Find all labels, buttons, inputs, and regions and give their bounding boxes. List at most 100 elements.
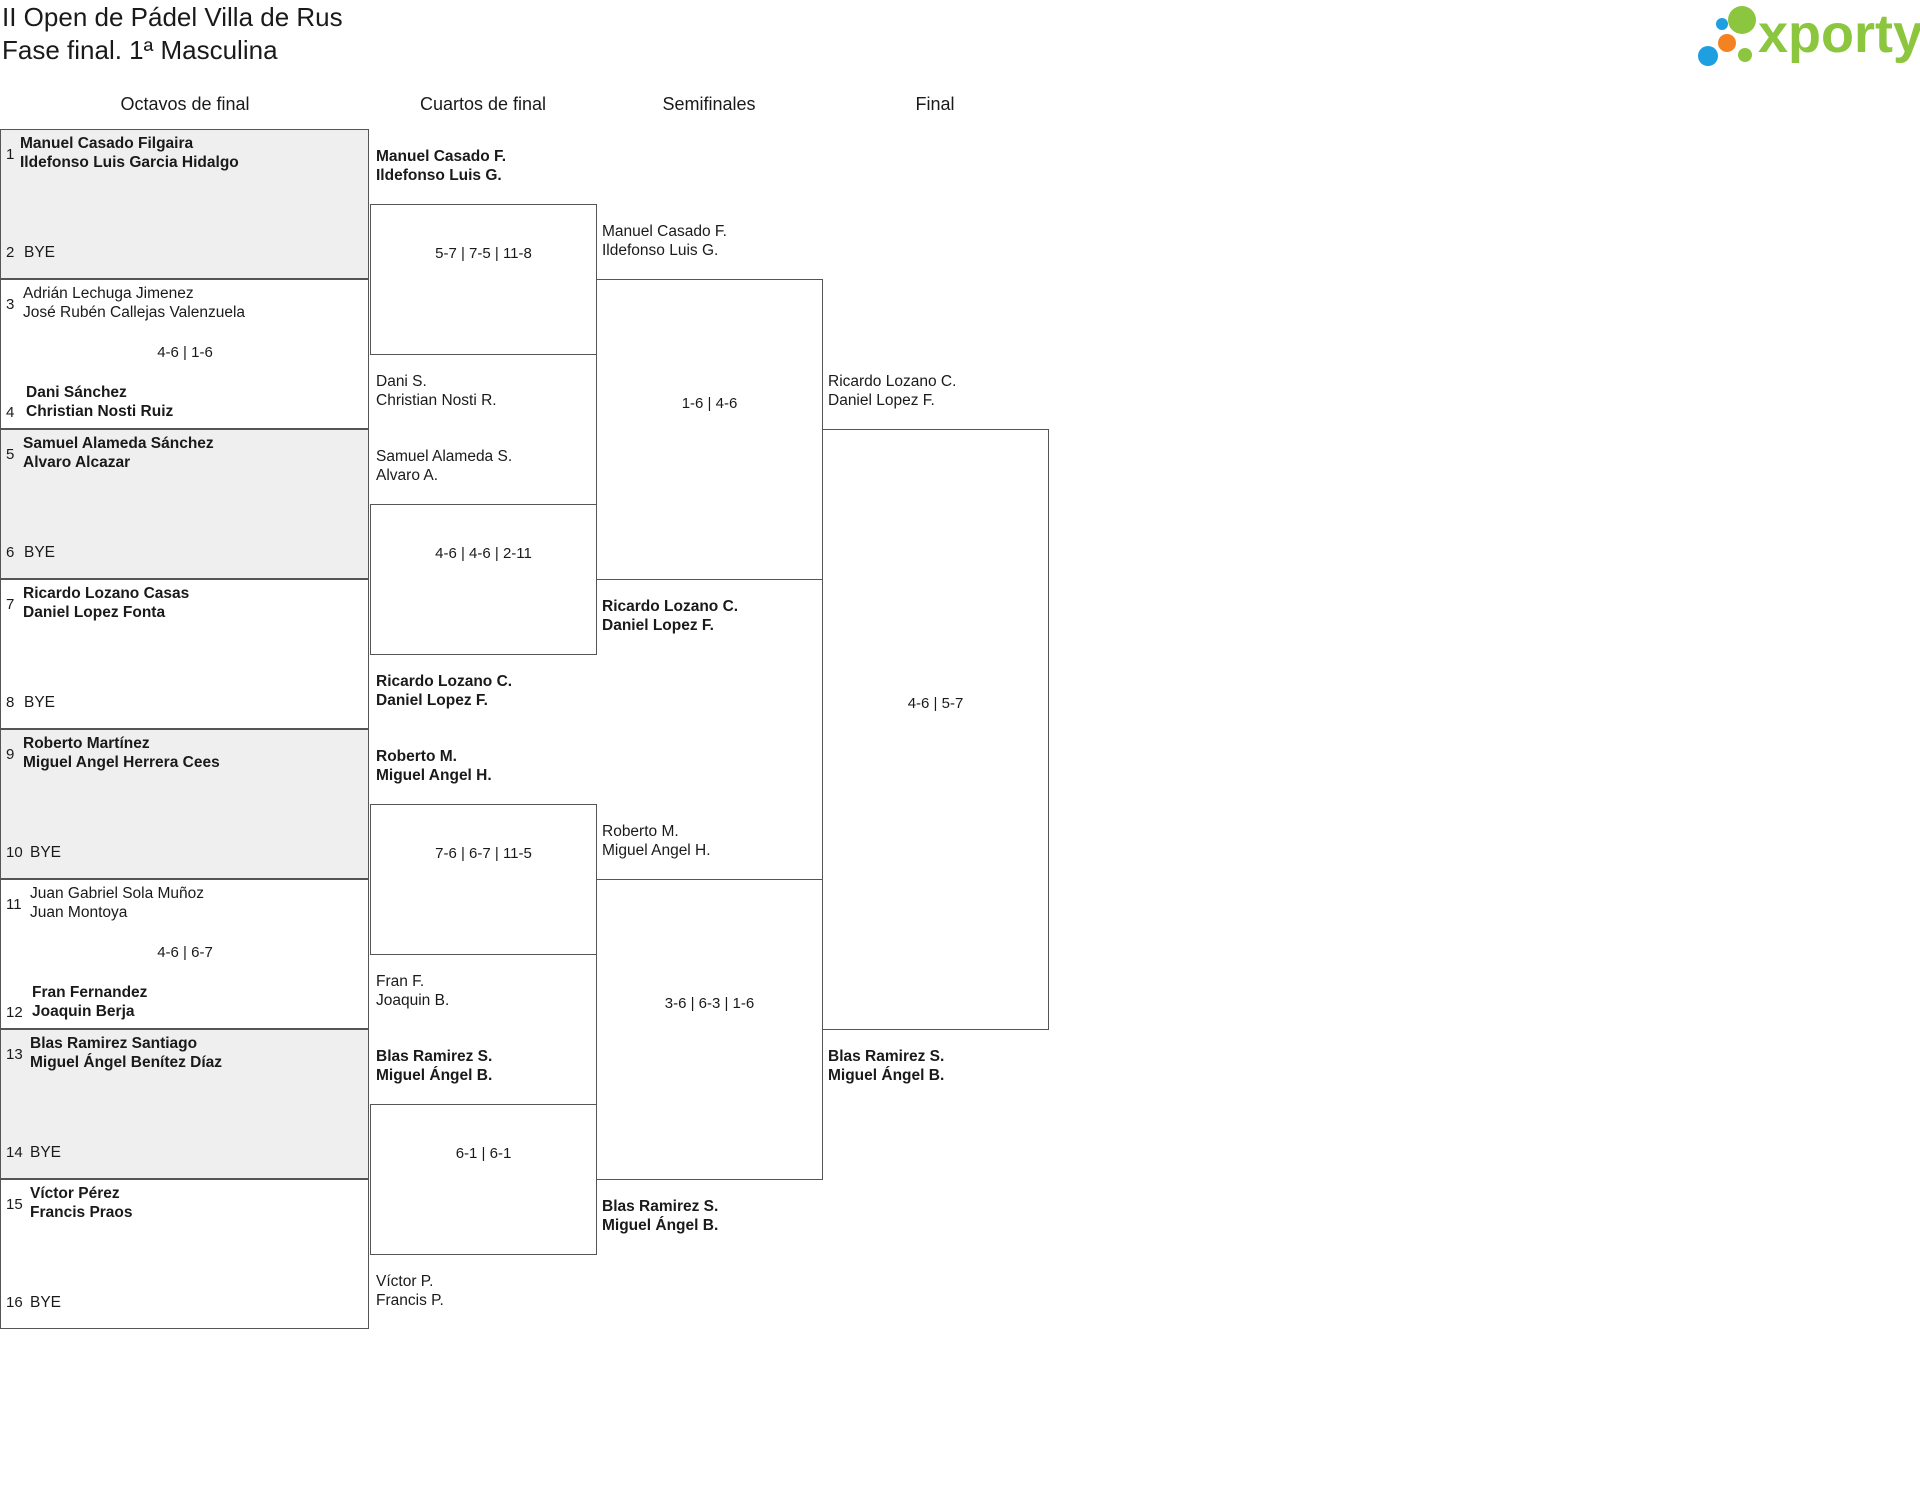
team-name: Daniel Lopez F. [828, 392, 935, 409]
player-name: Miguel Ángel Benítez Díaz [30, 1054, 223, 1071]
team-name: Miguel Ángel B. [376, 1067, 493, 1084]
match-score: 4-6 | 1-6 [157, 344, 213, 361]
team-name: Francis P. [376, 1292, 444, 1309]
bye-label: BYE [24, 694, 56, 711]
round-header-sf: Semifinales [662, 94, 756, 114]
tournament-title: II Open de Pádel Villa de Rus [2, 2, 343, 32]
match-score: 4-6 | 6-7 [157, 944, 213, 961]
seed-number: 3 [6, 296, 15, 313]
qf-match-2 [370, 504, 597, 655]
player-name: Blas Ramirez Santiago [30, 1035, 198, 1052]
seed-number: 6 [6, 544, 15, 561]
r16-match-4 [0, 579, 369, 729]
match-score: 7-6 | 6-7 | 11-5 [435, 845, 532, 862]
team-name: Ricardo Lozano C. [828, 373, 957, 390]
sf-match-1 [596, 279, 823, 580]
logo-dot-blue-small [1716, 18, 1728, 30]
team-name: Blas Ramirez S. [376, 1048, 493, 1065]
team-name: Blas Ramirez S. [828, 1048, 945, 1065]
logo-dot-blue [1698, 46, 1718, 66]
seed-number: 11 [6, 896, 22, 913]
seed-number: 8 [6, 694, 15, 711]
team-name: Ildefonso Luis G. [602, 242, 719, 259]
team-name: Dani S. [376, 373, 427, 390]
seed-number: 12 [6, 1004, 23, 1021]
sf-match-2 [596, 879, 823, 1180]
team-name: Manuel Casado F. [376, 148, 507, 165]
player-name: Víctor Pérez [30, 1185, 120, 1202]
player-name: Francis Praos [30, 1204, 133, 1221]
team-name: Ildefonso Luis G. [376, 167, 502, 184]
player-name: Alvaro Alcazar [23, 454, 131, 471]
logo-dot-orange [1718, 34, 1736, 52]
player-name: Juan Montoya [30, 904, 128, 921]
r16-match-5 [0, 729, 369, 879]
match-score: 5-7 | 7-5 | 11-8 [435, 245, 532, 262]
final-match-1 [822, 429, 1049, 1030]
team-name: Manuel Casado F. [602, 223, 727, 240]
seed-number: 2 [6, 244, 15, 261]
r16-match-8 [0, 1179, 369, 1329]
logo-dot-green-small [1738, 48, 1752, 62]
seed-number: 1 [6, 146, 15, 163]
bye-label: BYE [24, 544, 56, 561]
seed-number: 9 [6, 746, 15, 763]
bye-label: BYE [30, 844, 62, 861]
team-name: Miguel Ángel B. [828, 1067, 945, 1084]
seed-number: 14 [6, 1144, 23, 1161]
team-name: Alvaro A. [376, 467, 439, 484]
match-score: 3-6 | 6-3 | 1-6 [664, 995, 755, 1012]
player-name: Ildefonso Luis Garcia Hidalgo [20, 154, 239, 171]
r16-match-7 [0, 1029, 369, 1179]
xporty-logo[interactable]: xporty [1696, 4, 1920, 68]
match-score: 4-6 | 5-7 [907, 695, 964, 712]
round-header-r16: Octavos de final [120, 94, 250, 114]
team-name: Miguel Angel H. [376, 767, 492, 784]
player-name: Joaquin Berja [32, 1003, 135, 1020]
player-name: Adrián Lechuga Jimenez [23, 285, 194, 302]
seed-number: 10 [6, 844, 23, 861]
r16-match-2 [0, 279, 369, 429]
seed-number: 13 [6, 1046, 23, 1063]
seed-number: 7 [6, 596, 15, 613]
team-name: Ricardo Lozano C. [602, 598, 739, 615]
bye-label: BYE [24, 244, 56, 261]
seed-number: 5 [6, 446, 15, 463]
logo-dot-green [1728, 6, 1756, 34]
team-name: Samuel Alameda S. [376, 448, 513, 465]
qf-match-1 [370, 204, 597, 355]
r16-match-1 [0, 129, 369, 279]
bye-label: BYE [30, 1294, 62, 1311]
team-name: Daniel Lopez F. [602, 617, 714, 634]
round-header-qf: Cuartos de final [419, 94, 547, 114]
qf-match-4 [370, 1104, 597, 1255]
round-header-final: Final [915, 94, 955, 114]
seed-number: 15 [6, 1196, 23, 1213]
player-name: Samuel Alameda Sánchez [23, 435, 214, 452]
r16-match-3 [0, 429, 369, 579]
seed-number: 4 [6, 404, 15, 421]
player-name: Roberto Martínez [23, 735, 150, 752]
team-name: Daniel Lopez F. [376, 692, 488, 709]
match-score: 6-1 | 6-1 [455, 1145, 512, 1162]
match-score: 1-6 | 4-6 [681, 395, 738, 412]
player-name: José Rubén Callejas Valenzuela [23, 304, 246, 321]
player-name: Manuel Casado Filgaira [20, 135, 194, 152]
match-score: 4-6 | 4-6 | 2-11 [435, 545, 532, 562]
team-name: Christian Nosti R. [376, 392, 497, 409]
player-name: Juan Gabriel Sola Muñoz [30, 885, 205, 902]
logo-text: xporty [1758, 4, 1920, 64]
team-name: Blas Ramirez S. [602, 1198, 719, 1215]
team-name: Fran F. [376, 973, 425, 990]
qf-match-3 [370, 804, 597, 955]
phase-subtitle: Fase final. 1ª Masculina [2, 35, 278, 65]
bye-label: BYE [30, 1144, 62, 1161]
team-name: Víctor P. [376, 1273, 434, 1290]
player-name: Dani Sánchez [26, 384, 127, 401]
team-name: Ricardo Lozano C. [376, 673, 513, 690]
player-name: Christian Nosti Ruiz [26, 403, 174, 420]
r16-match-6 [0, 879, 369, 1029]
team-name: Joaquin B. [376, 992, 450, 1009]
team-name: Miguel Ángel B. [602, 1217, 719, 1234]
seed-number: 16 [6, 1294, 23, 1311]
